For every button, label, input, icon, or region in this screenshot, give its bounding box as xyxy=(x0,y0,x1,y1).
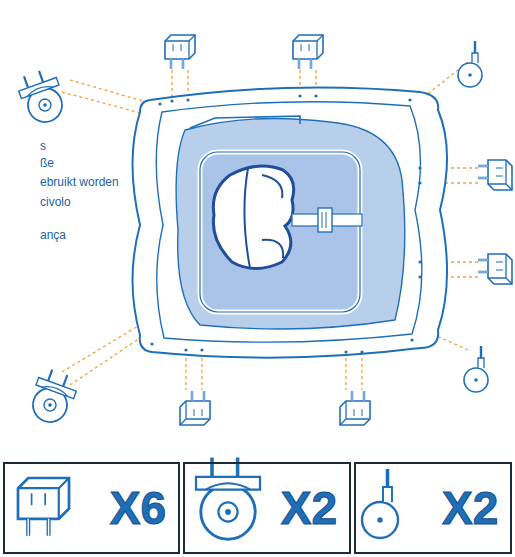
parts-count-box: X2 xyxy=(183,462,351,554)
instruction-text: ebruikt worden xyxy=(40,176,119,189)
instruction-text: s xyxy=(40,140,46,153)
parts-count-box: X6 xyxy=(3,462,180,554)
instruction-text: civolo xyxy=(40,196,71,209)
instruction-text: ança xyxy=(40,229,66,242)
parts-count-box: X2 xyxy=(354,462,512,554)
quantity-label: X2 xyxy=(442,485,510,531)
quantity-label: X6 xyxy=(110,485,178,531)
instruction-text: ße xyxy=(40,157,54,170)
quantity-label: X2 xyxy=(281,485,349,531)
